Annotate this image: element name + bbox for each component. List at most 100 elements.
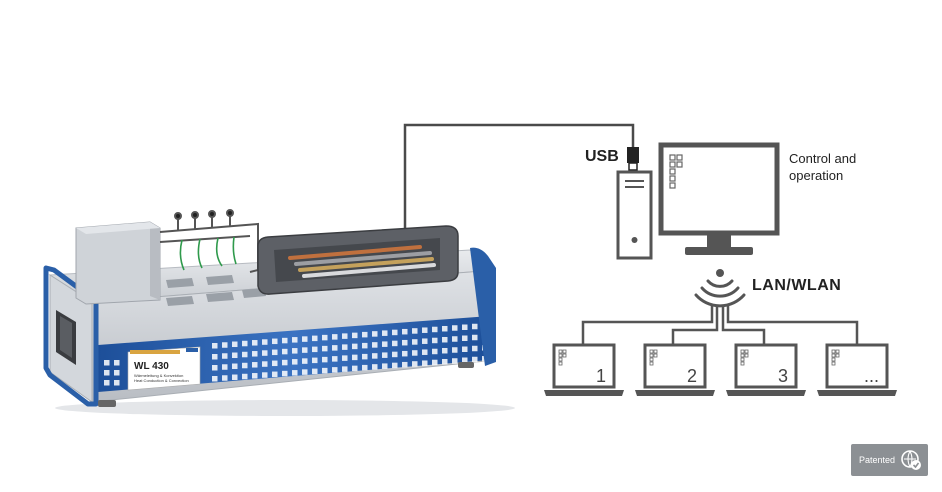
panel-dot: [382, 363, 388, 369]
panel-dot: [292, 370, 298, 376]
panel-dot: [372, 331, 378, 337]
panel-dot: [402, 350, 408, 357]
laptop-icon: 1: [544, 343, 624, 396]
panel-dot: [242, 373, 248, 380]
sensor-frame: [159, 209, 259, 273]
heater-housing: [75, 221, 161, 305]
panel-dot: [292, 337, 298, 343]
laptop-icon: 2: [635, 343, 715, 396]
panel-dot: [402, 328, 408, 335]
panel-dot: [452, 347, 458, 353]
panel-dot: [262, 339, 268, 345]
panel-dot: [432, 337, 438, 344]
laptop-number: ...: [864, 366, 879, 386]
panel-dot: [262, 350, 268, 356]
panel-dot: [114, 380, 120, 386]
panel-dot: [442, 347, 448, 354]
panel-dot: [462, 357, 468, 363]
panel-dot: [402, 339, 408, 346]
panel-dot: [362, 353, 368, 360]
panel-dot: [302, 347, 308, 353]
panel-dot: [222, 375, 228, 381]
panel-dot: [222, 342, 228, 348]
monitor-icon: [658, 142, 780, 255]
panel-dot: [332, 345, 338, 351]
lan-wlan-label: LAN/WLAN: [752, 277, 842, 294]
panel-dot: [272, 360, 278, 367]
panel-dot: [392, 362, 398, 369]
sample-tray: [257, 225, 459, 295]
panel-dot: [472, 345, 478, 352]
panel-dot: [302, 369, 308, 375]
panel-dot: [322, 345, 328, 352]
panel-dot: [252, 340, 258, 346]
panel-dot: [302, 336, 308, 342]
usb-plug-icon: [627, 147, 639, 171]
panel-dot: [392, 329, 398, 336]
panel-dot: [312, 368, 318, 375]
laptop-number: 1: [596, 366, 606, 386]
panel-dot: [462, 324, 468, 330]
panel-dot: [382, 330, 388, 336]
panel-dot: [252, 373, 258, 379]
device-line2: Heat Conduction & Convection: [134, 378, 189, 383]
panel-dot: [472, 356, 478, 363]
panel-dot: [282, 337, 288, 344]
panel-dot: [292, 348, 298, 354]
panel-dot: [452, 336, 458, 342]
panel-dot: [422, 360, 428, 366]
panel-dot: [452, 325, 458, 331]
panel-dot: [262, 372, 268, 378]
panel-dot: [422, 327, 428, 333]
panel-dot: [472, 323, 478, 330]
panel-dot: [472, 334, 478, 341]
panel-dot: [432, 359, 438, 366]
panel-dot: [232, 363, 238, 370]
front-panel-dots: [104, 323, 488, 386]
panel-dot: [412, 361, 418, 367]
panel-dot: [392, 351, 398, 358]
panel-dot: [104, 360, 110, 366]
panel-dot: [342, 355, 348, 361]
device-model: WL 430: [134, 361, 169, 372]
panel-dot: [442, 336, 448, 343]
panel-dot: [212, 376, 218, 382]
laptop-icon: ...: [817, 343, 897, 396]
panel-dot: [292, 359, 298, 365]
panel-dot: [442, 325, 448, 332]
panel-dot: [242, 340, 248, 347]
panel-dot: [104, 370, 110, 376]
panel-dot: [322, 356, 328, 363]
panel-dot: [212, 365, 218, 371]
panel-dot: [242, 362, 248, 369]
panel-dot: [312, 357, 318, 364]
panel-dot: [342, 344, 348, 350]
panel-dot: [382, 352, 388, 358]
pc-tower-icon: [616, 170, 653, 260]
laptop-number: 2: [687, 366, 697, 386]
panel-dot: [352, 354, 358, 361]
panel-dot: [332, 356, 338, 362]
panel-dot: [232, 374, 238, 381]
network-lines: [581, 305, 859, 344]
panel-dot: [272, 338, 278, 345]
panel-dot: [362, 364, 368, 371]
panel-dot: [252, 351, 258, 357]
patented-badge: Patented: [851, 444, 928, 476]
panel-dot: [212, 354, 218, 360]
wl430-device: WL 430 Wärmeleitung & Konvektion Heat Co…: [43, 209, 515, 416]
device-nameplate: WL 430 Wärmeleitung & Konvektion Heat Co…: [127, 346, 201, 391]
panel-dot: [252, 362, 258, 368]
panel-dot: [104, 380, 110, 386]
laptop-icon: 3: [726, 343, 806, 396]
panel-dot: [114, 360, 120, 366]
panel-dot: [242, 351, 248, 358]
panel-dot: [402, 361, 408, 368]
panel-dot: [282, 370, 288, 377]
panel-dot: [462, 346, 468, 352]
panel-dot: [322, 367, 328, 374]
panel-dot: [322, 334, 328, 341]
panel-dot: [422, 349, 428, 355]
panel-dot: [352, 332, 358, 339]
